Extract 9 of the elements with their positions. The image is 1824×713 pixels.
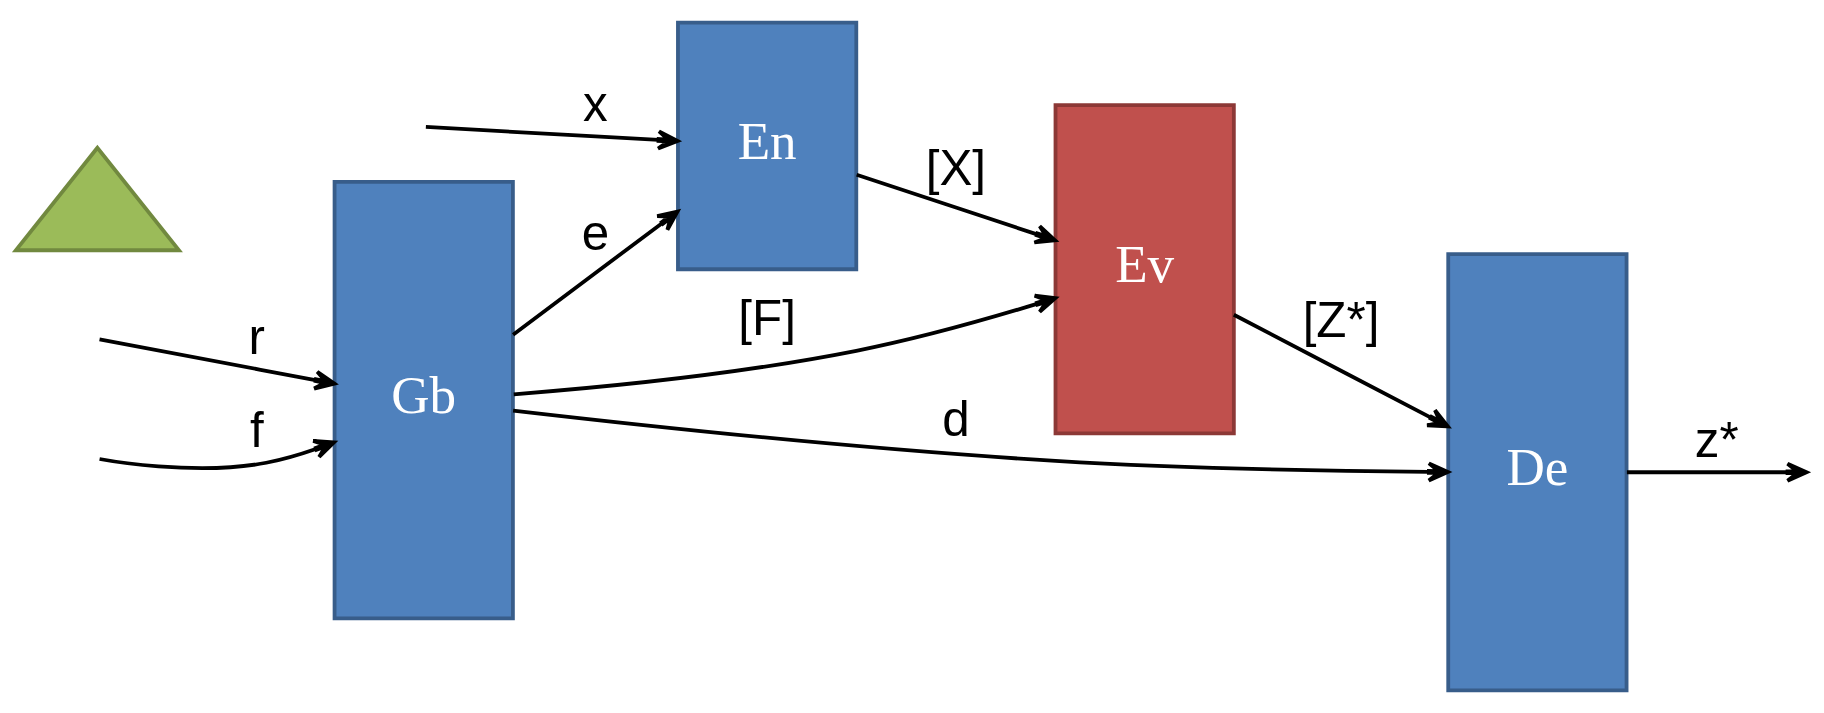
edge-label: f bbox=[249, 402, 264, 458]
edge-label: [Z*] bbox=[1302, 292, 1380, 348]
edge-label: [X] bbox=[925, 140, 987, 196]
edge-label: [F] bbox=[738, 290, 796, 346]
edge-label: d bbox=[942, 390, 970, 446]
edge-label: r bbox=[248, 309, 265, 365]
edge-label: x bbox=[583, 75, 608, 131]
edge-label: e bbox=[581, 204, 610, 260]
edge-label: z* bbox=[1694, 411, 1739, 467]
